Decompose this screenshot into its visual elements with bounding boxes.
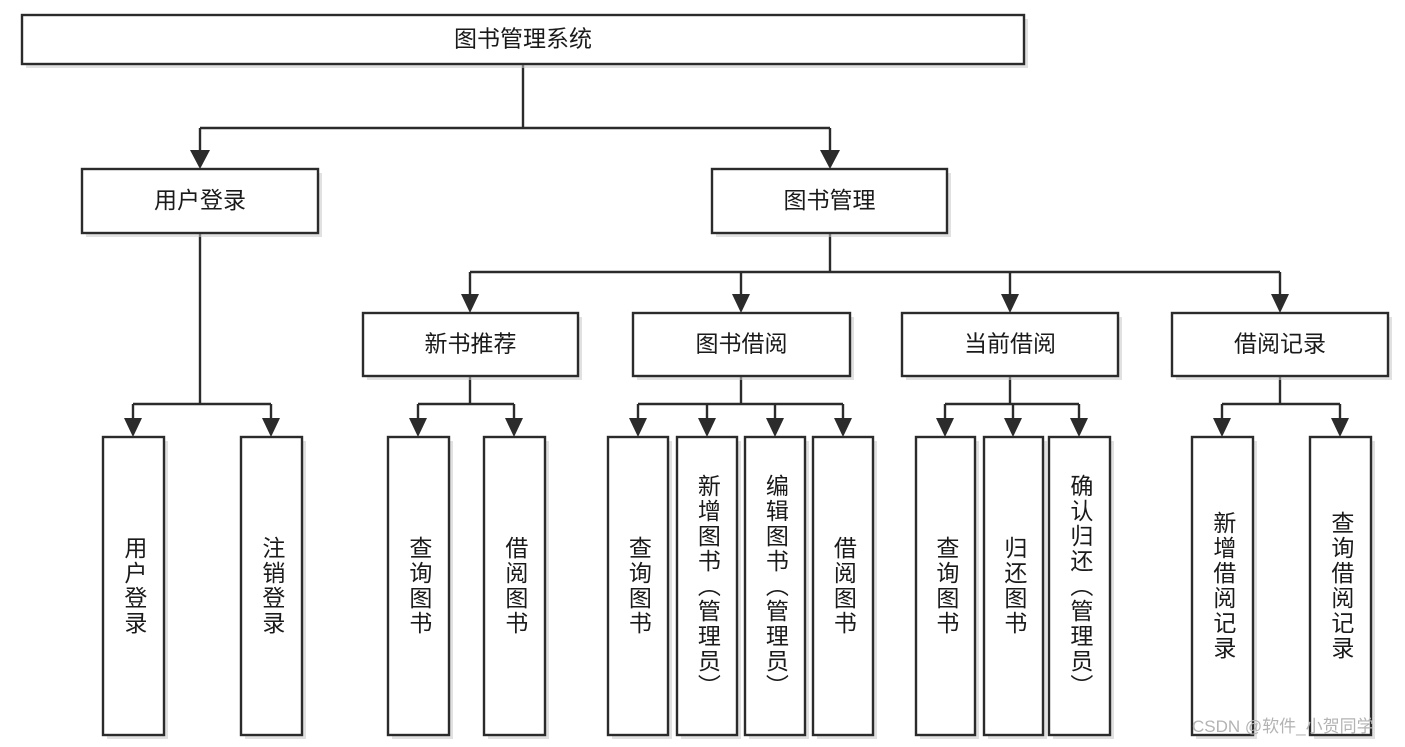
node-leaf-1[interactable] (239, 435, 304, 737)
node-level3-2-label: 当前借阅 (964, 331, 1056, 357)
node-level2-1-label: 图书管理 (784, 187, 876, 213)
node-leaf-7[interactable] (811, 435, 875, 737)
arrow-to-book-mgmt (820, 150, 840, 169)
node-leaf-11[interactable] (1190, 435, 1255, 737)
arrow-leaf-cb-return (1004, 418, 1022, 437)
connector-group-root (190, 64, 840, 169)
arrow-leaf-nb-query (409, 418, 427, 437)
connector-group-book-mgmt (461, 233, 1289, 313)
arrow-leaf-rec-query (1331, 418, 1349, 437)
node-level2-0[interactable] (80, 167, 320, 235)
connector-group-record (1213, 376, 1349, 437)
node-root-label: 图书管理系统 (454, 26, 592, 52)
node-level2-1[interactable] (710, 167, 949, 235)
node-leaf-6[interactable] (743, 435, 807, 737)
node-leaf-3[interactable] (482, 435, 547, 737)
node-level3-0-label: 新书推荐 (425, 331, 517, 357)
arrow-leaf-nb-borrow (505, 418, 523, 437)
arrow-to-current (1001, 294, 1019, 313)
arrow-leaf-bb-add (698, 418, 716, 437)
node-root[interactable] (20, 13, 1026, 66)
node-leaf-10[interactable] (1047, 435, 1112, 737)
arrow-to-user-login (190, 150, 210, 169)
node-leaf-9[interactable] (982, 435, 1045, 737)
arrow-leaf-logout (262, 418, 280, 437)
connector-group-user-login (124, 233, 280, 437)
node-level2-0-label: 用户登录 (154, 187, 246, 213)
arrow-to-record (1271, 294, 1289, 313)
connector-group-new-book (409, 376, 523, 437)
node-level3-1-label: 图书借阅 (696, 331, 788, 357)
arrow-leaf-bb-edit (766, 418, 784, 437)
arrow-leaf-user-login (124, 418, 142, 437)
node-leaf-0[interactable] (101, 435, 166, 737)
arrow-leaf-cb-confirm (1070, 418, 1088, 437)
node-leaf-5[interactable] (675, 435, 739, 737)
arrow-leaf-rec-add (1213, 418, 1231, 437)
node-level3-3-label: 借阅记录 (1234, 331, 1326, 357)
node-leaf-12[interactable] (1308, 435, 1373, 737)
arrow-to-new-book (461, 294, 479, 313)
node-level3-1[interactable] (631, 311, 852, 378)
connector-group-current (936, 376, 1088, 437)
arrow-leaf-bb-query (629, 418, 647, 437)
arrow-leaf-cb-query (936, 418, 954, 437)
node-level3-2[interactable] (900, 311, 1120, 378)
node-level3-0[interactable] (361, 311, 580, 378)
arrow-leaf-bb-borrow (834, 418, 852, 437)
node-leaf-4[interactable] (606, 435, 670, 737)
csdn-watermark: CSDN @软件_小贺同学 (1192, 717, 1374, 736)
node-leaf-8[interactable] (914, 435, 977, 737)
connector-group-borrow (629, 376, 852, 437)
node-leaf-2[interactable] (386, 435, 451, 737)
arrow-to-borrow (732, 294, 750, 313)
node-level3-3[interactable] (1170, 311, 1390, 378)
